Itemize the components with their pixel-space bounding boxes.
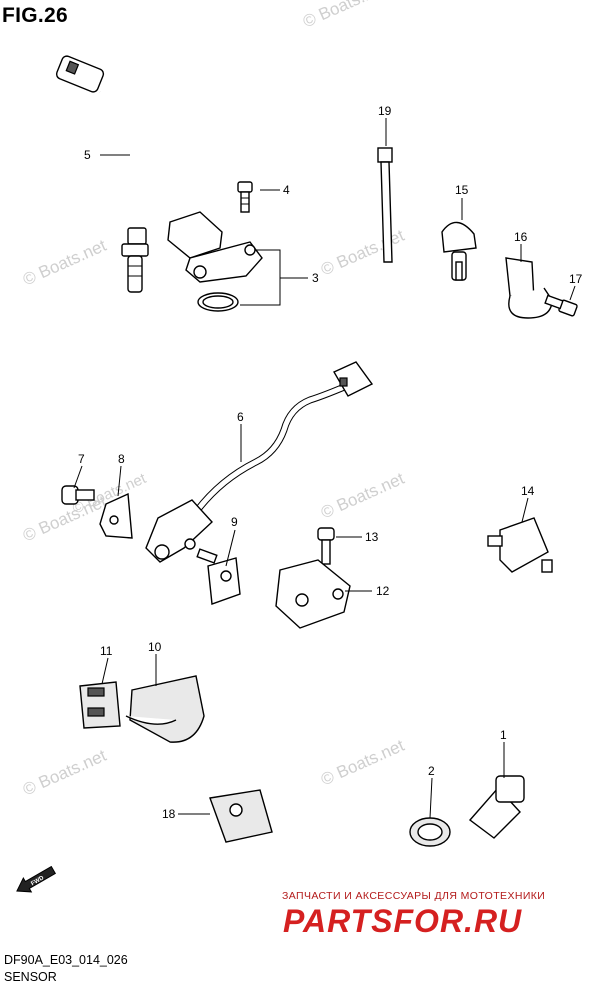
- callout-1: 1: [500, 728, 507, 742]
- callout-12: 12: [376, 584, 390, 598]
- promo-logo[interactable]: PARTSFOR.RU: [283, 903, 523, 939]
- part-9-spacer[interactable]: [196, 548, 241, 605]
- section-name: SENSOR: [4, 970, 57, 984]
- part-3-map-sensor[interactable]: [167, 211, 263, 312]
- callout-7: 7: [78, 452, 85, 466]
- callout-18: 18: [162, 807, 176, 821]
- part-10-boot[interactable]: [125, 675, 205, 743]
- part-17-bolt[interactable]: [544, 294, 578, 317]
- callout-16: 16: [514, 230, 528, 244]
- part-2-seal[interactable]: [409, 817, 451, 847]
- callout-9: 9: [231, 515, 238, 529]
- part-5-sensor-cable[interactable]: [55, 55, 149, 293]
- callout-10: 10: [148, 640, 162, 654]
- part-8-plate[interactable]: [99, 492, 133, 539]
- part-13-bolt[interactable]: [317, 527, 335, 565]
- part-12-bracket[interactable]: [275, 559, 351, 629]
- part-7-bolt[interactable]: [61, 485, 95, 505]
- callout-19: 19: [378, 104, 392, 118]
- part-18-grommet[interactable]: [209, 789, 273, 843]
- promo-tagline: ЗАПЧАСТИ И АКСЕССУАРЫ ДЛЯ МОТОТЕХНИКИ: [282, 890, 546, 902]
- callout-13: 13: [365, 530, 379, 544]
- callout-14: 14: [521, 484, 535, 498]
- fwd-arrow-icon: FWD: [16, 865, 57, 893]
- leader-lines: [73, 118, 576, 819]
- part-15-clip[interactable]: [441, 221, 477, 281]
- callouts: 5 4 3 19 15 16 17 6 7 8 9 13 12 14 11 10…: [78, 104, 583, 821]
- part-4-bolt[interactable]: [237, 181, 253, 213]
- part-16-clamp[interactable]: [505, 257, 553, 319]
- part-14-knock-sensor[interactable]: [487, 517, 553, 573]
- callout-4: 4: [283, 183, 290, 197]
- callout-2: 2: [428, 764, 435, 778]
- callout-8: 8: [118, 452, 125, 466]
- callout-15: 15: [455, 183, 469, 197]
- callout-11: 11: [100, 644, 113, 658]
- model-code: DF90A_E03_014_026: [4, 953, 128, 967]
- part-6-crank-sensor[interactable]: [145, 361, 374, 563]
- callout-17: 17: [569, 272, 583, 286]
- part-1-temp-sensor[interactable]: [468, 775, 525, 839]
- part-11-cover[interactable]: [79, 681, 121, 729]
- callout-3: 3: [312, 271, 319, 285]
- callout-5: 5: [84, 148, 91, 162]
- callout-6: 6: [237, 410, 244, 424]
- part-19-cable-tie[interactable]: [377, 147, 393, 263]
- figure-title: FIG.26: [2, 4, 68, 27]
